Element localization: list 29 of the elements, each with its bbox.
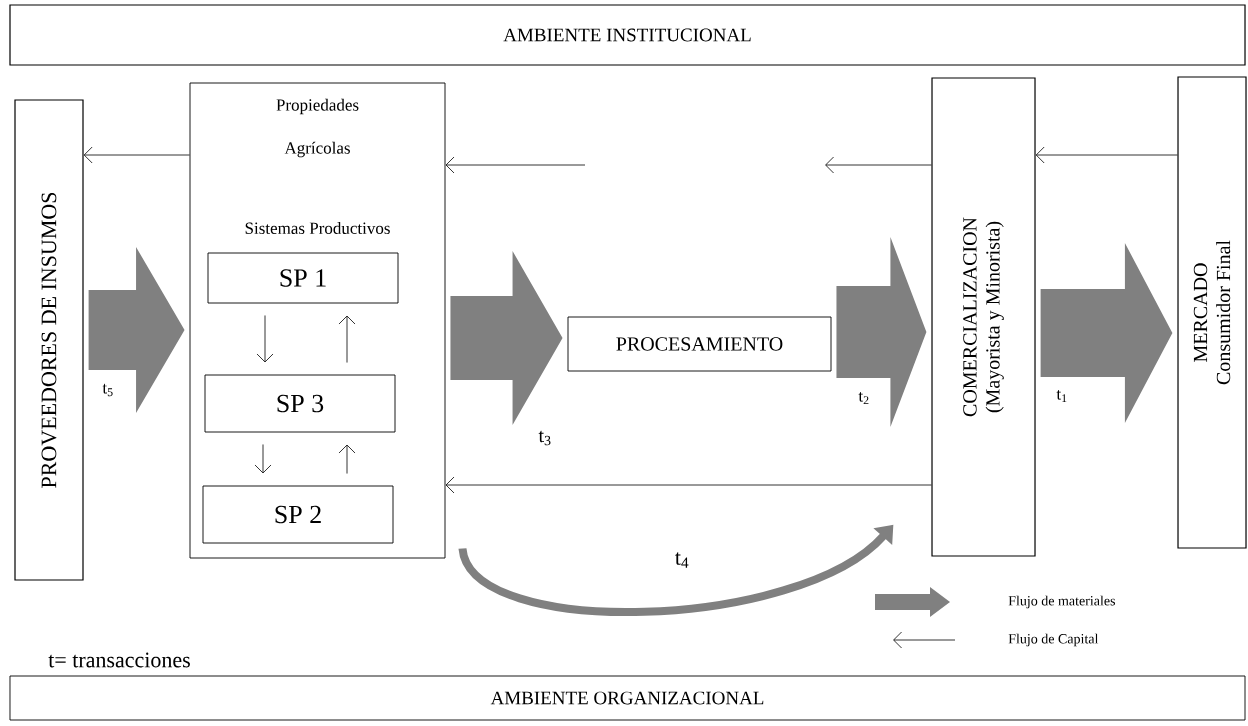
arrow	[338, 315, 356, 363]
footer-band: AMBIENTE ORGANIZACIONAL	[9, 675, 1246, 721]
arrow	[83, 146, 190, 164]
edge-label: t$_{1}$	[1056, 389, 1067, 403]
vertical-box: PROVEEDORES DE INSUMOS	[14, 99, 84, 581]
process-box: SP 2	[202, 485, 394, 544]
arrow	[825, 156, 932, 174]
flow-arrow	[836, 237, 927, 427]
arrow	[445, 156, 586, 174]
header-band: AMBIENTE INSTITUCIONAL	[9, 4, 1246, 66]
flow-arrow	[1040, 243, 1173, 423]
edge-label: t$_{4}$	[675, 552, 689, 568]
vertical-box: MERCADO Consumidor Final	[1177, 76, 1247, 549]
process-box: PROCESAMIENTO	[567, 316, 832, 372]
arrow	[338, 444, 356, 474]
edge-label: t$_{5}$	[102, 383, 113, 397]
process-box: SP 1	[207, 252, 399, 304]
arrow	[254, 444, 272, 474]
legend-text: Flujo de materiales	[1008, 595, 1116, 609]
flow-arrow	[450, 251, 563, 425]
arrow	[1035, 146, 1178, 164]
edge-label: t$_{3}$	[538, 430, 551, 446]
flow-arrow	[88, 247, 185, 413]
legend-text: Flujo de Capital	[1008, 633, 1099, 647]
vertical-box: COMERCIALIZACION (Mayorista y Minorista)	[931, 77, 1036, 557]
edge-label: t$_{2}$	[858, 391, 869, 405]
arrow	[445, 476, 932, 494]
arrow	[256, 315, 274, 363]
process-box: SP 3	[204, 374, 396, 433]
